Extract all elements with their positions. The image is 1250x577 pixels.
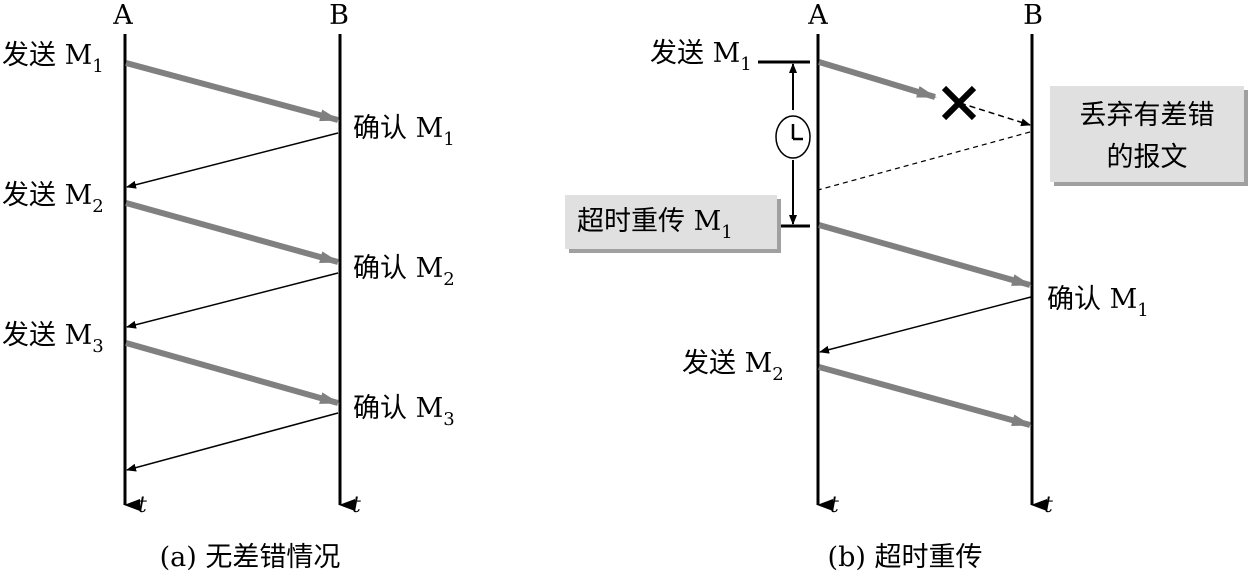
confirm-m1-label: 确认 M1 [1047, 284, 1149, 321]
send-m2-label: 发送 M2 [2, 180, 104, 217]
time-label-a: t [138, 493, 147, 518]
data-arrow-m2 [125, 200, 340, 265]
host-b-label: B [329, 0, 349, 31]
host-a-label: A [807, 0, 828, 31]
ack-arrow-m1 [126, 132, 339, 189]
panel-b: A B t t 丢弃有差错 的报文 超 [565, 0, 1248, 573]
discard-line-2: 的报文 [1107, 142, 1188, 173]
error-x-icon [941, 85, 977, 121]
retransmit-box: 超时重传 M1 [565, 195, 781, 253]
confirm-m3-label: 确认 M3 [353, 393, 455, 430]
send-m1-label: 发送 M1 [650, 38, 752, 75]
data-arrow-m1 [125, 60, 340, 123]
ack-arrow-m1 [819, 296, 1032, 354]
caption-a: (a) 无差错情况 [160, 542, 341, 573]
send-m1-label: 发送 M1 [2, 40, 104, 77]
time-label-b: t [1044, 493, 1053, 518]
time-label-a: t [830, 493, 839, 518]
retransmit-data-arrow [818, 222, 1032, 288]
host-b-label: B [1023, 0, 1043, 31]
ack-arrow-m3 [126, 412, 339, 472]
ack-arrow-m2 [126, 272, 339, 329]
host-a-label: A [112, 0, 133, 31]
data-arrow-m3 [125, 340, 340, 406]
no-ack-path [817, 131, 1031, 191]
time-label-b: t [352, 493, 361, 518]
clock-icon [775, 115, 811, 159]
lost-data-arrow-m1 [818, 59, 937, 100]
panel-a: A B t t 发送 M1 发送 M2 发送 M3 确认 M1 确认 M2 确认… [2, 0, 455, 573]
discard-line-1: 丢弃有差错 [1080, 100, 1215, 131]
confirm-m1-label: 确认 M1 [353, 113, 455, 150]
data-arrow-m2 [818, 364, 1032, 428]
discard-box: 丢弃有差错 的报文 [1050, 86, 1248, 186]
corrupted-path [959, 102, 1031, 127]
retransmit-label: 超时重传 M1 [577, 206, 733, 243]
send-m3-label: 发送 M3 [2, 320, 104, 357]
send-m2-label: 发送 M2 [682, 348, 784, 385]
confirm-m2-label: 确认 M2 [353, 253, 455, 290]
caption-b: (b) 超时重传 [828, 542, 983, 573]
